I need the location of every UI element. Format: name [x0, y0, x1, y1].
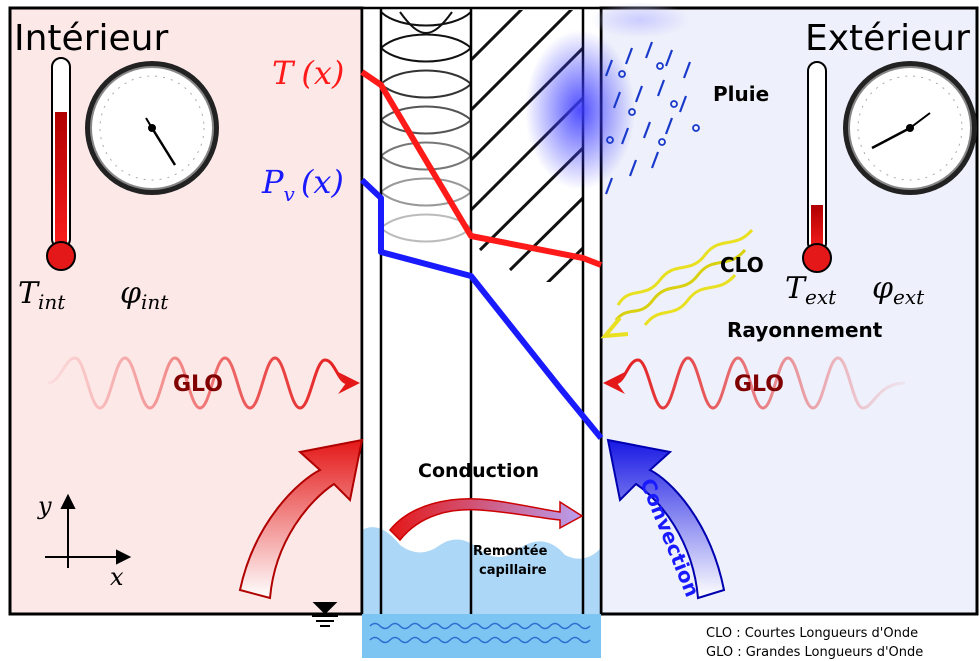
capillary-water-zone [362, 527, 601, 614]
exterior-temperature-symbol: Text [785, 271, 837, 309]
capillary-label-line1: Remontée [473, 544, 548, 559]
x-axis-label: x [110, 563, 124, 591]
hygrometer-icon [85, 61, 219, 195]
glo-wave-interior [47, 356, 360, 410]
vapor-pressure-label: Pv(x) [261, 163, 344, 206]
interior-title: Intérieur [14, 18, 168, 59]
legend-clo: CLO : Courtes Longueurs d'Onde [706, 626, 918, 641]
interior-humidity-symbol: φint [120, 276, 169, 314]
insulation-pattern [381, 11, 471, 243]
convection-arrow-interior [238, 438, 364, 600]
temperature-profile [360, 69, 603, 268]
conduction-arrow [388, 498, 584, 542]
thermometer-icon [802, 61, 832, 273]
axes-icon [45, 493, 132, 568]
thermometer-icon [46, 57, 76, 271]
conduction-label: Conduction [418, 460, 539, 482]
capillary-label-line2: capillaire [479, 563, 547, 578]
vapor-pressure-profile [359, 177, 604, 440]
exterior-humidity-symbol: φext [872, 271, 925, 309]
clo-label: CLO [720, 253, 764, 277]
hygrometer-icon [843, 61, 977, 195]
glo-exterior-label: GLO [734, 372, 784, 397]
glo-interior-label: GLO [173, 372, 223, 397]
y-axis-label: y [37, 492, 52, 520]
glo-wave-exterior [603, 356, 906, 410]
convection-arrow-exterior [606, 438, 726, 600]
rain-label: Pluie [713, 82, 769, 106]
water-level-icon [312, 602, 338, 627]
short-wave-radiation [600, 228, 754, 339]
legend-glo: GLO : Grandes Longueurs d'Onde [706, 645, 923, 660]
rain-icon [525, 2, 700, 195]
exterior-title: Extérieur [805, 18, 970, 59]
radiation-label: Rayonnement [727, 318, 883, 342]
temperature-label: T(x) [272, 54, 344, 92]
interior-temperature-symbol: Tint [18, 276, 66, 314]
water-table [362, 614, 601, 658]
